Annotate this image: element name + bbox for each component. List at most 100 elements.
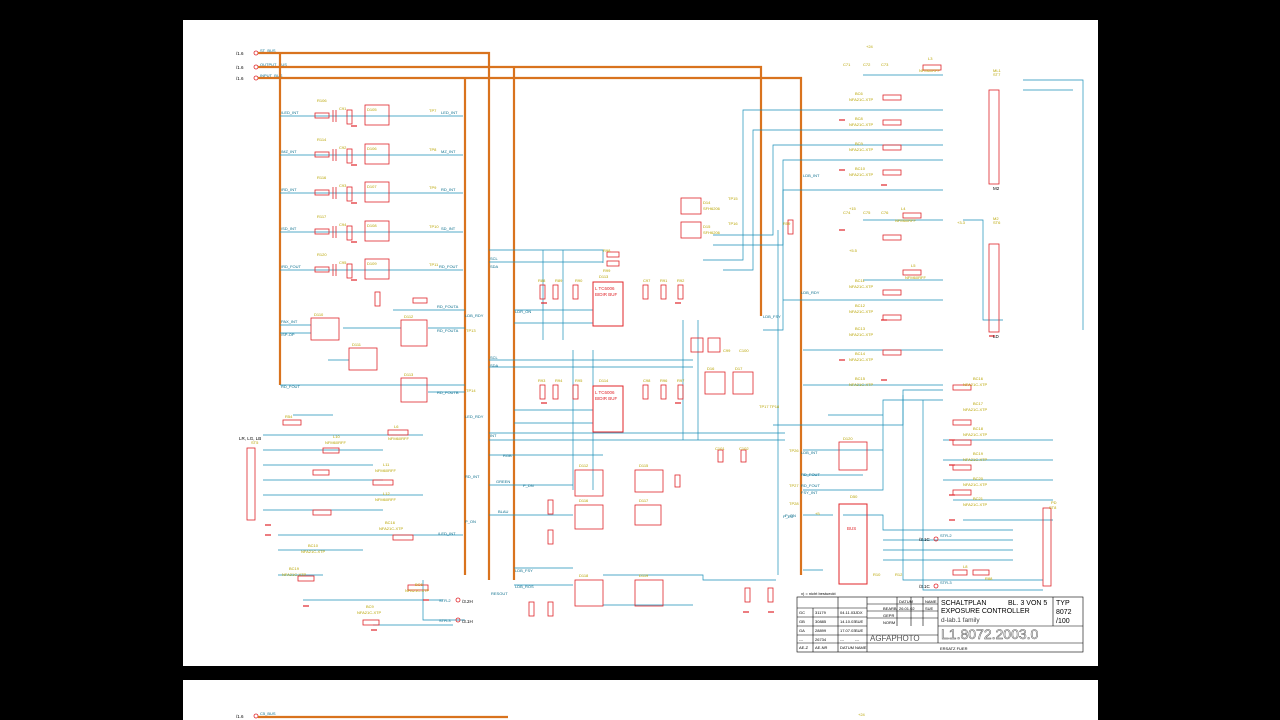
net-label: SCL: [490, 256, 499, 261]
svg-text:BC13: BC13: [855, 326, 866, 331]
net-label: BLAU: [498, 509, 509, 514]
svg-text:TP26: TP26: [789, 448, 799, 453]
net-label: RD_FOUT: [801, 472, 820, 477]
svg-text:R93: R93: [538, 378, 546, 383]
typ-value: 8072: [1056, 609, 1072, 616]
svg-text:R98: R98: [603, 248, 611, 253]
net-label: SDA: [490, 363, 499, 368]
svg-text:L4: L4: [901, 206, 906, 211]
svg-text:C100: C100: [739, 348, 749, 353]
rev-num: 31179: [815, 610, 827, 615]
svg-text:R99: R99: [603, 268, 611, 273]
net-label: /SD_INT: [281, 226, 297, 231]
net-label: P_PD: [783, 514, 794, 519]
schematic-drawing-2: /1.6 C5_BUS +24: [236, 711, 866, 719]
svg-text:D14: D14: [703, 200, 711, 205]
svg-text:NFM60RFF: NFM60RFF: [388, 436, 409, 441]
ground-symbols: [265, 119, 995, 631]
svg-text:BC14: BC14: [855, 351, 866, 356]
svg-text:D113: D113: [404, 372, 414, 377]
bus-inputs: /1.6 ST_BUS /1.6 OUTPUT_BUS /1.6 INPUT_B…: [236, 48, 287, 81]
schematic-sheet-3: /1.6 ST_BUS /1.6 OUTPUT_BUS /1.6 INPUT_B…: [183, 20, 1098, 666]
tb-col-name: NAME: [925, 599, 937, 604]
svg-text:BC21: BC21: [973, 496, 984, 501]
svg-text:R114: R114: [317, 137, 327, 142]
net-label: SD_INT: [441, 226, 456, 231]
svg-text:NFM60RFF: NFM60RFF: [905, 275, 926, 280]
svg-text:BC6: BC6: [415, 582, 424, 587]
svg-text:R89: R89: [555, 278, 563, 283]
rev-header: AE-NR: [815, 645, 828, 650]
net-label: STR-2: [439, 598, 451, 603]
company-name: AGFAPHOTO: [870, 634, 920, 643]
svg-text:D120: D120: [843, 436, 853, 441]
net-label: LDB_RDY: [801, 290, 820, 295]
assembly-note: x) = nicht bestueckt: [801, 591, 836, 596]
rev-code: GC: [799, 610, 805, 615]
net-label: STR-3: [439, 618, 451, 623]
net-label: /LED_INT: [438, 531, 456, 536]
svg-text:NFM60RFF: NFM60RFF: [919, 68, 940, 73]
svg-text:D118: D118: [579, 573, 589, 578]
net-label: RD_FOUTB: [437, 390, 459, 395]
svg-text:NFA21C-XTP: NFA21C-XTP: [849, 97, 874, 102]
svg-text:D17: D17: [735, 366, 743, 371]
bus-ref-output: /1.6: [236, 65, 244, 70]
net-label: P_ON: [465, 519, 476, 524]
rev-name: SUE: [855, 628, 864, 633]
net-label: LED_INT: [441, 110, 458, 115]
svg-text:D15: D15: [703, 224, 711, 229]
title-block-main: SCHALTPLAN BL. 3 VON 5 EXPOSURE CONTROLL…: [941, 600, 1072, 642]
svg-text:R106: R106: [317, 98, 327, 103]
svg-text:NFA21C-XTP: NFA21C-XTP: [963, 457, 988, 462]
ic-label: L TC6006: [595, 286, 615, 291]
typ-label: TYP: [1056, 600, 1070, 607]
net-label: RD_FOUTA: [437, 304, 459, 309]
svg-text:C75: C75: [863, 210, 871, 215]
net-label: FSY_INT: [801, 490, 818, 495]
drawing-number: L1.8072.2003.0: [941, 626, 1039, 642]
svg-text:R59: R59: [783, 221, 791, 226]
tb-norm: NORM: [883, 620, 895, 625]
svg-text:NFA21C-XTP: NFA21C-XTP: [301, 549, 326, 554]
bus-connector-icon: [253, 64, 259, 70]
rev-num: 26734: [815, 637, 827, 642]
svg-text:C93: C93: [339, 183, 347, 188]
svg-text:C94: C94: [339, 222, 347, 227]
svg-text:R120: R120: [317, 252, 327, 257]
net-label: GREEN: [496, 479, 510, 484]
svg-text:BC8: BC8: [855, 116, 864, 121]
rev-name: SUE: [855, 619, 864, 624]
svg-text:TP17 TP18: TP17 TP18: [759, 404, 780, 409]
net-label: /RD_FOUT: [281, 264, 302, 269]
net-label: LDB_FSY: [763, 314, 781, 319]
bus-lines: [258, 51, 803, 580]
svg-text:R54: R54: [285, 414, 293, 419]
svg-text:C92: C92: [339, 145, 347, 150]
svg-text:L6: L6: [394, 424, 399, 429]
svg-text:NFM60RFF: NFM60RFF: [375, 468, 396, 473]
net-label: STR-3: [940, 580, 952, 585]
tb-bearb-name: SUE: [925, 606, 934, 611]
svg-text:C95: C95: [339, 260, 347, 265]
net-label: RD_FOUTA: [437, 328, 459, 333]
svg-text:D117: D117: [639, 498, 649, 503]
svg-text:D106: D106: [367, 146, 377, 151]
svg-text:R10: R10: [873, 572, 881, 577]
svg-text:TP14: TP14: [466, 388, 476, 393]
svg-text:C71: C71: [843, 62, 851, 67]
svg-text:D105: D105: [367, 107, 377, 112]
svg-text:R91: R91: [660, 278, 668, 283]
schematic-sheet-next: /1.6 C5_BUS +24: [183, 680, 1098, 720]
ic-label: BUS: [847, 526, 856, 531]
svg-text:D111: D111: [352, 342, 362, 347]
svg-text:D115: D115: [639, 463, 649, 468]
rev-header: AE-Z: [799, 645, 809, 650]
svg-text:L10: L10: [333, 434, 340, 439]
svg-text:NFA21C-XTP: NFA21C-XTP: [357, 610, 382, 615]
svg-text:TP11: TP11: [429, 262, 439, 267]
net-label: RESOUT: [491, 591, 508, 596]
svg-text:D107: D107: [367, 184, 377, 189]
svg-text:NFA21C-XTP: NFA21C-XTP: [963, 382, 988, 387]
tb-gepr: GEPR: [883, 613, 894, 618]
